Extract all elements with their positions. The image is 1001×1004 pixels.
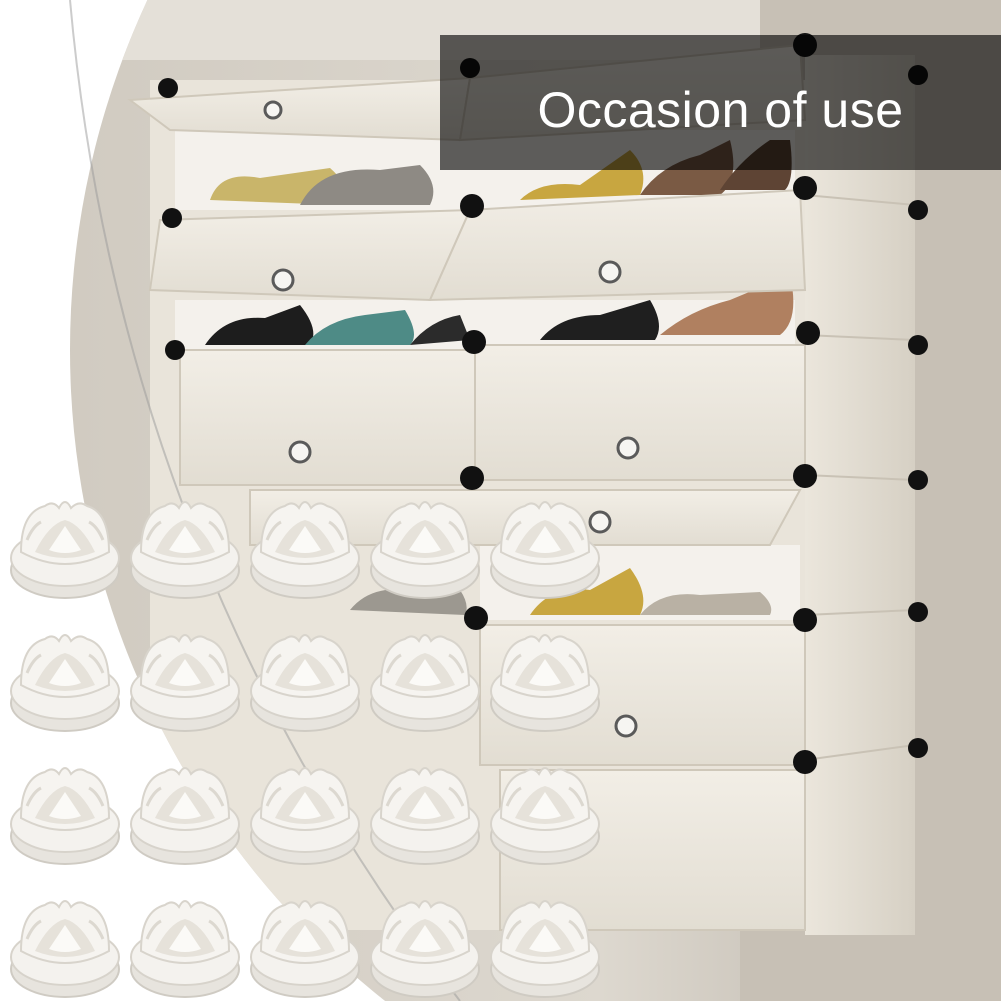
cube-connector-icon	[10, 767, 120, 865]
cube-connector-icon	[370, 634, 480, 732]
cube-connector-icon	[490, 501, 600, 599]
cube-connector-icon	[10, 900, 120, 998]
cube-connector-icon	[250, 900, 360, 998]
connector-grid	[0, 490, 610, 1001]
cube-connector-icon	[130, 767, 240, 865]
cube-connector-icon	[250, 501, 360, 599]
banner-title: Occasion of use	[537, 82, 904, 138]
cube-connector-icon	[370, 900, 480, 998]
cube-connector-icon	[490, 767, 600, 865]
cube-connector-icon	[130, 634, 240, 732]
cube-connector-icon	[130, 501, 240, 599]
cube-connector-icon	[370, 767, 480, 865]
cube-connector-icon	[130, 900, 240, 998]
cube-connector-icon	[10, 634, 120, 732]
cube-connector-icon	[490, 900, 600, 998]
cube-connector-icon	[250, 767, 360, 865]
cube-connector-icon	[250, 634, 360, 732]
cube-connector-icon	[490, 634, 600, 732]
cube-connector-icon	[370, 501, 480, 599]
cube-connector-icon	[10, 501, 120, 599]
